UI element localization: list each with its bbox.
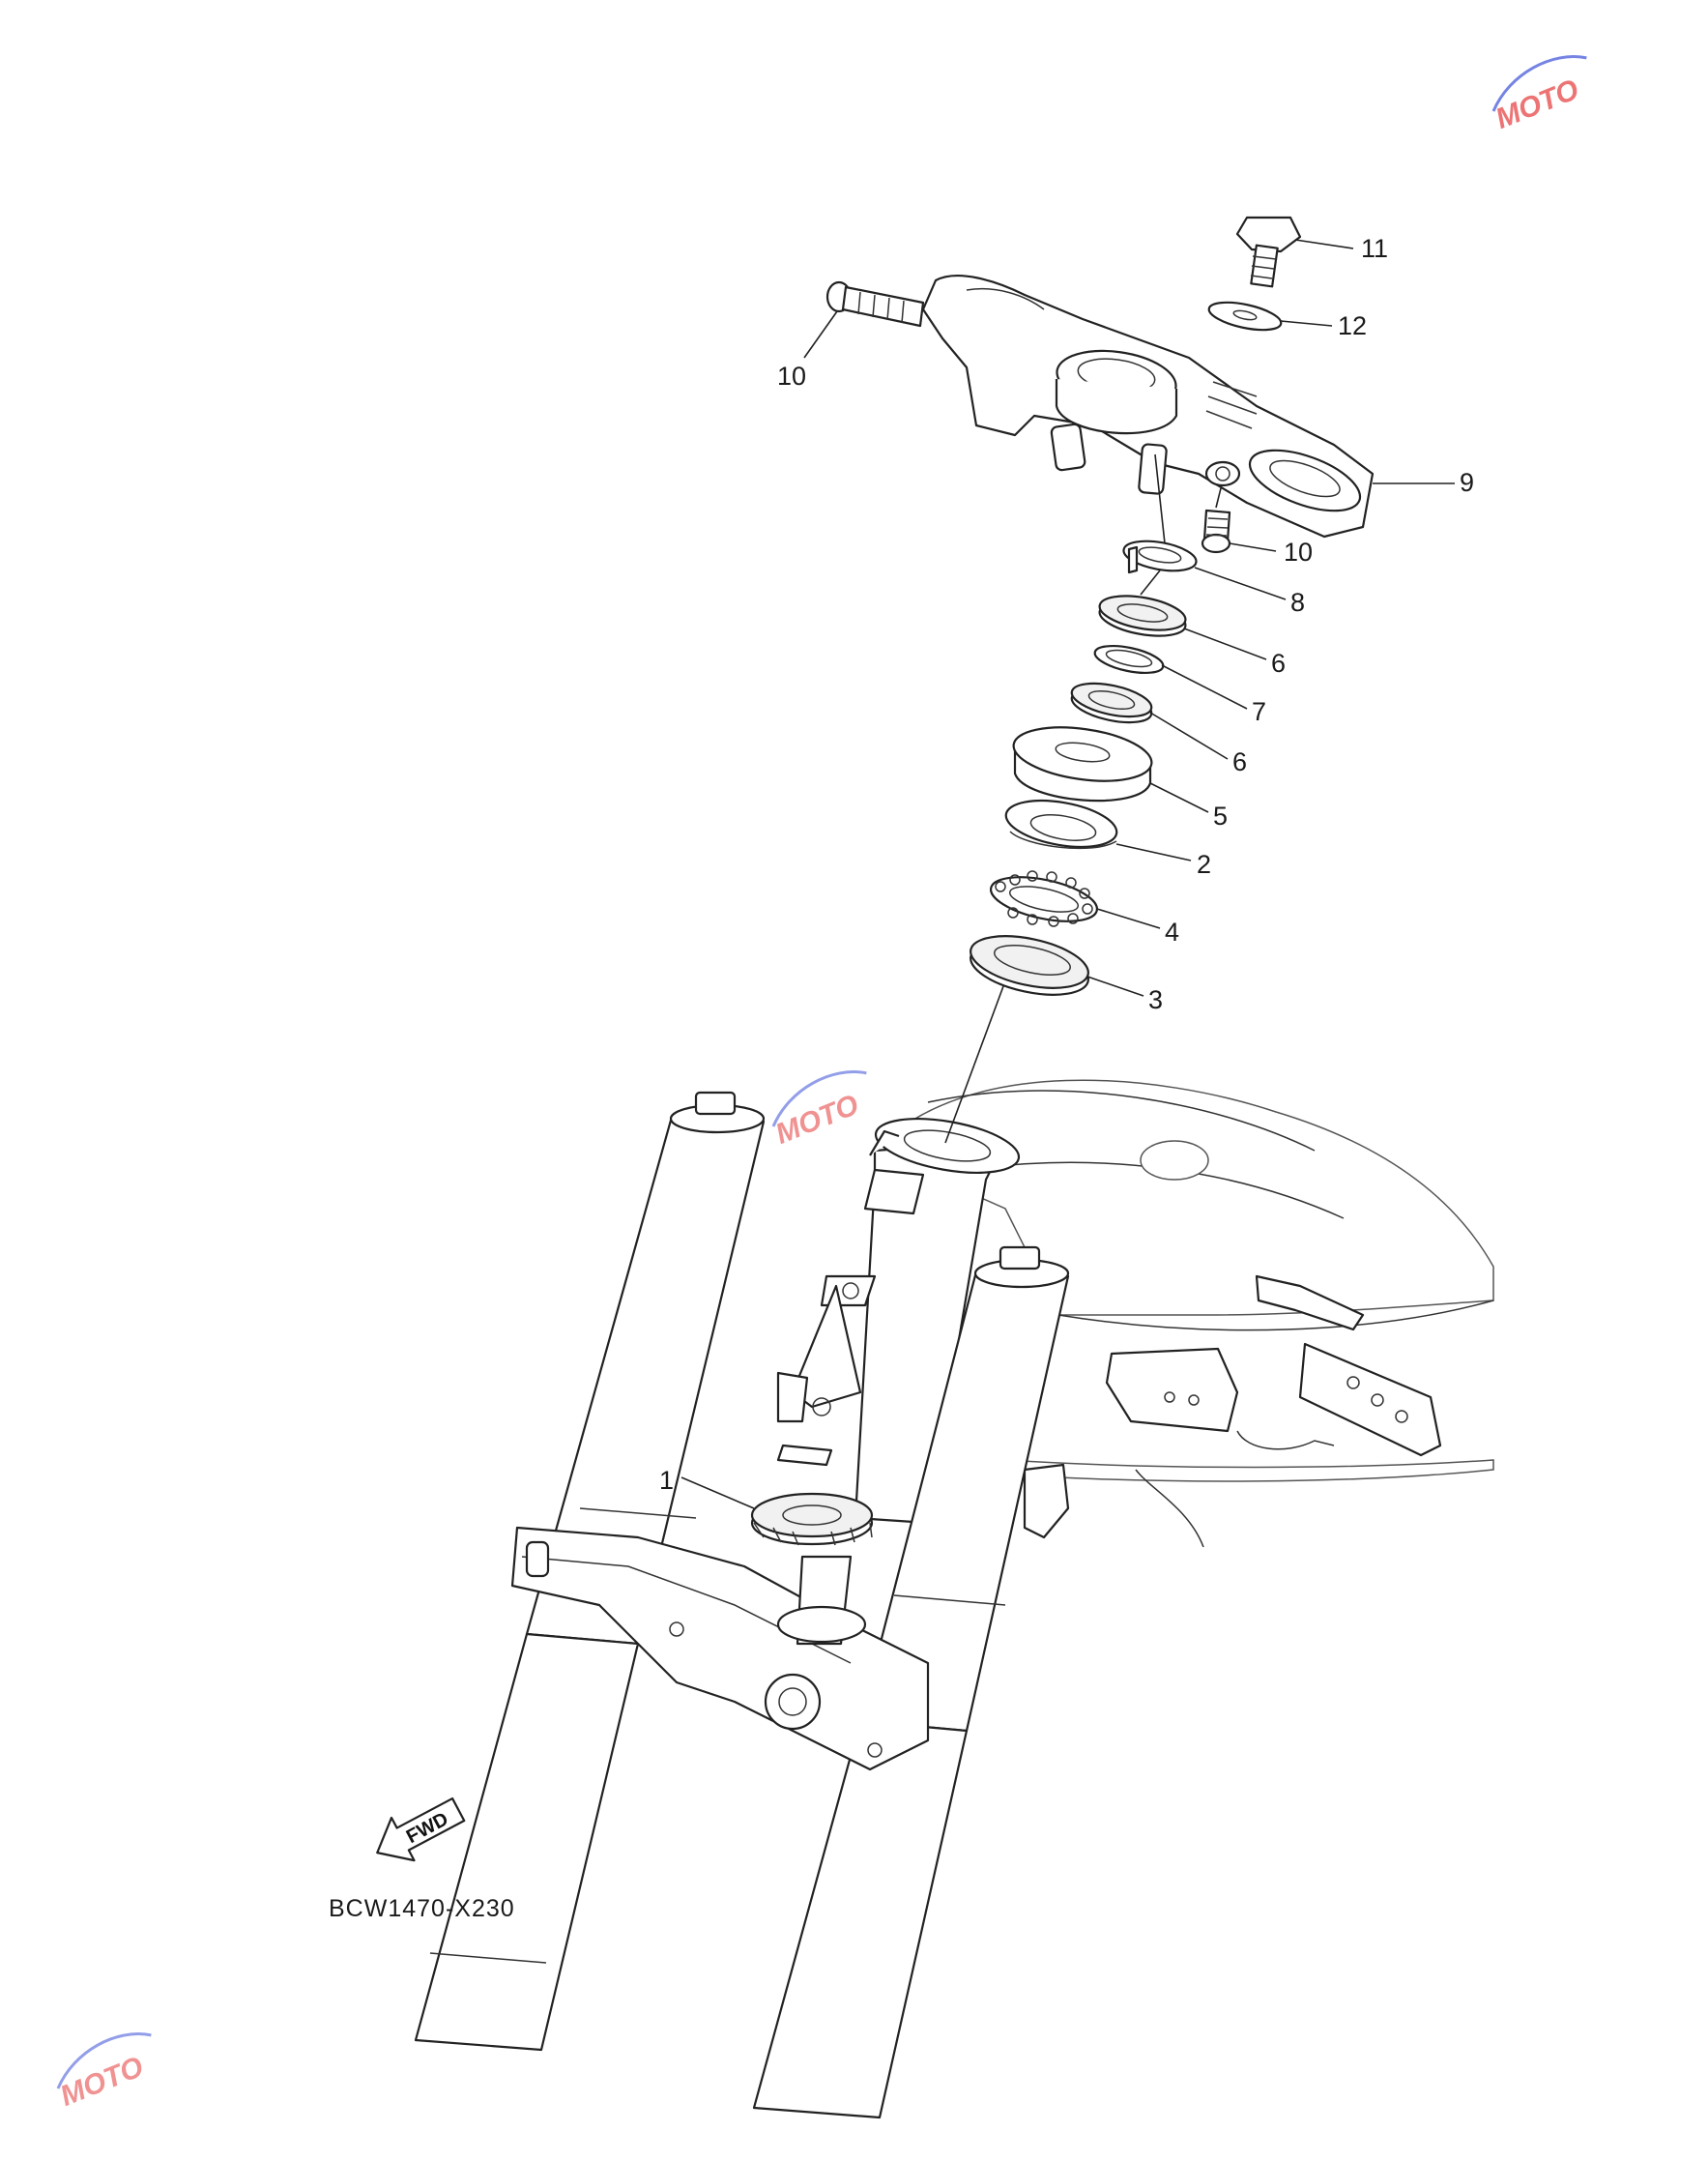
callout-1: 1 — [659, 1466, 674, 1495]
stem-clamps — [750, 1168, 925, 1546]
callout-11: 11 — [1361, 234, 1388, 263]
part-8-lock-washer — [1122, 540, 1198, 574]
part-12-washer — [1207, 301, 1283, 332]
part-9-upper-bracket — [921, 275, 1375, 539]
callout-2: 2 — [1197, 850, 1211, 879]
part-4-ball-bearing — [989, 870, 1099, 927]
watermark-text: MOTO — [1491, 73, 1583, 135]
part-11-bolt — [1235, 216, 1302, 288]
lower-bracket — [510, 1526, 930, 1771]
callout-3: 3 — [1148, 985, 1163, 1014]
part-6-ring-nut-upper — [1098, 595, 1187, 637]
callout-9: 9 — [1460, 468, 1474, 497]
callout-6-lower: 6 — [1232, 747, 1247, 776]
callout-leaders — [680, 239, 1455, 1509]
part-10-bolt-lower — [1201, 509, 1231, 554]
part-6-ring-nut-lower — [1070, 682, 1153, 724]
part-10-bolt-upper — [825, 280, 925, 328]
callout-numbers: 11 12 10 9 10 8 6 7 6 5 2 4 3 1 — [659, 234, 1474, 1495]
part-7-washer — [1093, 644, 1165, 675]
callout-10-lower: 10 — [1284, 538, 1313, 567]
watermark-logo-bottom-left: MOTO — [56, 2032, 152, 2113]
callout-6-upper: 6 — [1271, 649, 1286, 678]
watermark-text: MOTO — [771, 1089, 863, 1151]
callout-4: 4 — [1165, 918, 1179, 947]
right-fork-tube — [752, 1245, 1070, 2119]
watermark-logo-center: MOTO — [771, 1070, 867, 1151]
assembly-axis-lines — [944, 453, 1222, 1144]
callout-10-upper: 10 — [777, 362, 806, 391]
diagram-code: BCW1470-X230 — [329, 1895, 515, 1922]
watermark-text: MOTO — [56, 2051, 148, 2113]
fwd-arrow: FWD — [376, 1796, 466, 1862]
callout-7: 7 — [1252, 697, 1266, 726]
part-3-seal — [970, 935, 1089, 996]
watermark-logo-top-right: MOTO — [1491, 55, 1587, 135]
callout-8: 8 — [1290, 588, 1305, 617]
part-2-bearing-race — [1004, 800, 1118, 850]
part-5-cover — [1012, 726, 1153, 803]
callout-12: 12 — [1338, 311, 1367, 340]
callout-5: 5 — [1213, 802, 1228, 831]
